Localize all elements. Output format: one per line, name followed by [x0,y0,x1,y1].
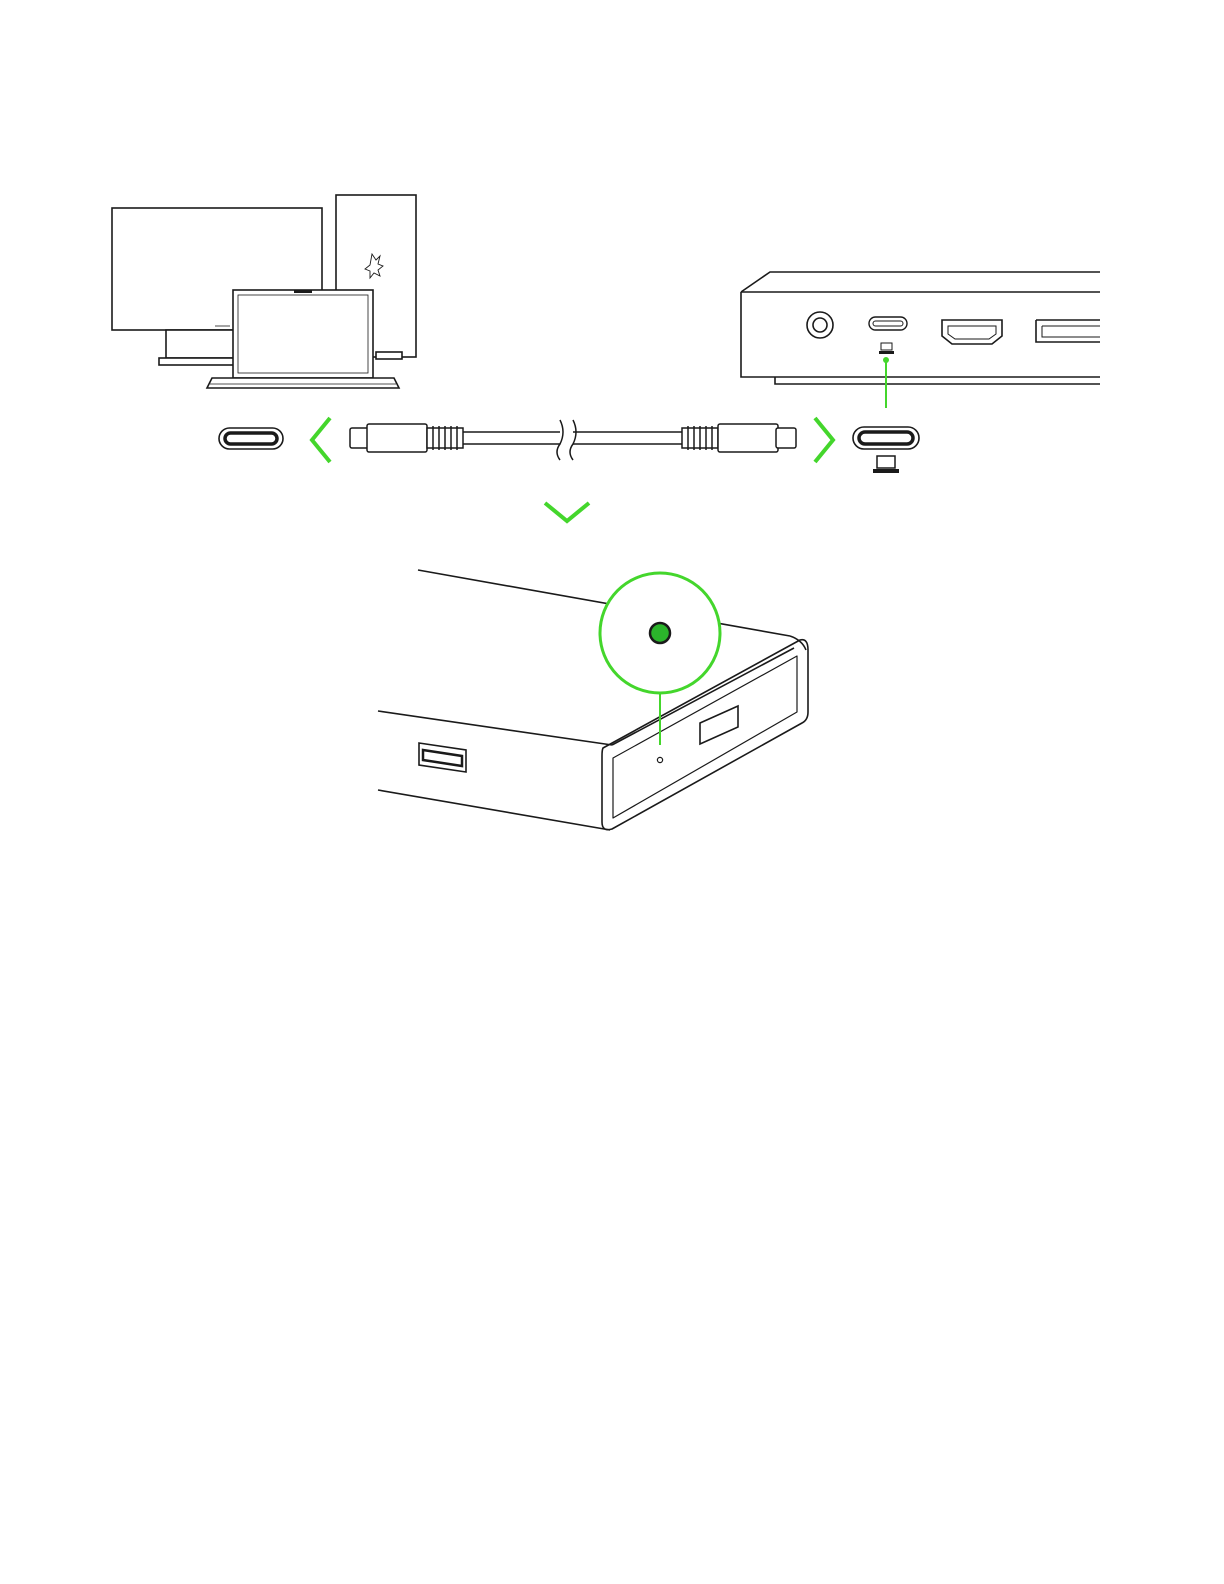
chevron-left-icon [312,418,330,462]
rear-laptop-symbol-icon [879,343,894,354]
status-led-icon [650,623,670,643]
laptop-symbol-icon [873,456,899,473]
card-slot-icon [700,706,738,744]
dock-front-view [378,570,808,830]
cable-strain-relief-right [682,426,718,450]
laptop-icon [207,290,399,388]
usb-c-cable-icon [350,420,796,460]
host-usb-c-port-icon [219,428,283,449]
front-led-dot-icon [657,757,662,762]
displayport-port-icon [1036,320,1100,342]
chevron-down-icon [545,503,589,521]
cable-strain-relief-left [427,426,463,450]
front-usb-a-port-icon [419,743,466,772]
hdmi-port-icon [942,320,1002,344]
rear-port-callout-line [883,357,889,408]
led-callout [600,573,720,745]
rear-usb-c-port-icon [869,317,907,330]
chevron-right-icon [815,418,833,462]
dock-rear-view [741,272,1100,384]
dc-in-port-icon [807,312,833,338]
dock-usb-c-port-icon [853,427,919,449]
